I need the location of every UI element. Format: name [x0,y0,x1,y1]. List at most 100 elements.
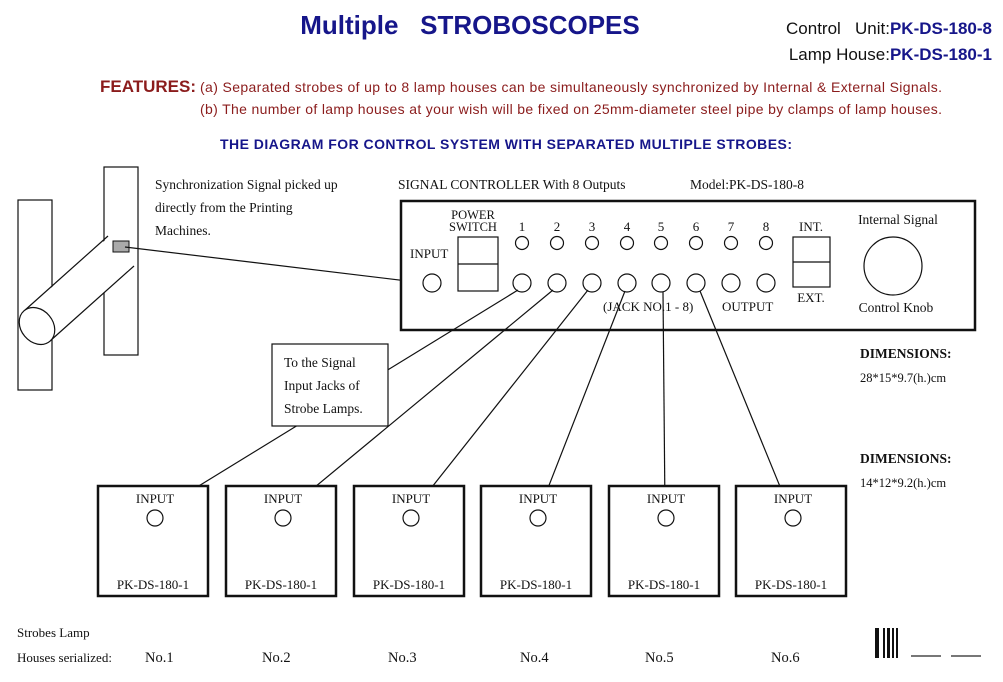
output-jack-4[interactable] [617,273,637,293]
sensor-pickup-icon [112,240,130,253]
lamp-house-line: Lamp House:PK-DS-180-1 [789,45,992,64]
jack-range-label: (JACK NO.1 - 8) [603,299,693,314]
jack-to-lamp-lines [156,289,791,513]
lamp-input-jack[interactable] [274,509,292,527]
sync-signal-line [124,246,426,286]
lamp-house-model: PK-DS-180-1 [890,45,992,64]
lamp-house-label: Lamp House: [789,45,890,64]
led-icon [584,235,600,251]
lamp-input-label: INPUT [647,491,685,506]
lamp-input-label: INPUT [264,491,302,506]
lamp-input-jack[interactable] [784,509,802,527]
connection-line [699,290,791,513]
sync-note-line: Machines. [155,223,211,238]
jack-number: 8 [763,219,770,234]
lamp-input-label: INPUT [774,491,812,506]
sync-note: Synchronization Signal picked up directl… [155,177,338,238]
control-unit-label: Control Unit: [786,19,890,38]
callout-line: Input Jacks of [284,378,360,393]
connection-line [538,290,626,513]
control-knob[interactable] [863,236,923,296]
controller-title: SIGNAL CONTROLLER With 8 Outputs [398,177,625,192]
lamp-input-label: INPUT [519,491,557,506]
lamp-numbers: No.1 No.2 No.3 No.4 No.5 No.6 [145,650,800,666]
output-jack-3[interactable] [582,273,602,293]
jack-number: 2 [554,219,561,234]
lamp-house-6: INPUT PK-DS-180-1 [734,484,848,598]
lamp-number: No.6 [771,650,800,666]
output-jack-2[interactable] [547,273,567,293]
switch-label: SWITCH [449,220,497,234]
callout-line: Strobe Lamps. [284,401,363,416]
footer-line-1: Strobes Lamp [17,625,90,640]
power-switch[interactable] [457,236,499,292]
lamp-model: PK-DS-180-1 [245,577,317,592]
output-jack-6[interactable] [686,273,706,293]
sync-note-line: directly from the Printing [155,200,293,215]
callout-text: To the Signal Input Jacks of Strobe Lamp… [284,355,363,416]
lamp-input-jack[interactable] [529,509,547,527]
controller-model: Model:PK-DS-180-8 [690,177,804,192]
jack-numbers: 1 2 3 4 5 6 7 8 [519,219,770,234]
features-label: FEATURES: [100,77,196,96]
output-jack-5[interactable] [651,273,671,293]
connection-line [412,289,589,512]
lamp-house-4: INPUT PK-DS-180-1 [479,484,593,598]
led-icon [723,235,739,251]
lamp-input-label: INPUT [392,491,430,506]
led-icon [688,235,704,251]
input-label: INPUT [410,246,448,261]
jack-number: 1 [519,219,526,234]
input-jack[interactable] [422,273,442,293]
lamp-house-1: INPUT PK-DS-180-1 [96,484,210,598]
led-icon [549,235,565,251]
lamp-model: PK-DS-180-1 [500,577,572,592]
barcode-icon [875,628,981,658]
lamp-model: PK-DS-180-1 [628,577,700,592]
output-jack-1[interactable] [512,273,532,293]
lamp-model: PK-DS-180-1 [117,577,189,592]
knob-bottom-label: Control Knob [859,300,934,315]
output-label: OUTPUT [722,299,773,314]
lamp-model: PK-DS-180-1 [755,577,827,592]
output-jacks [512,273,776,293]
jack-number: 7 [728,219,735,234]
feature-b: (b) The number of lamp houses at your wi… [200,101,942,117]
led-icon [758,235,774,251]
led-icon [514,235,530,251]
control-unit-line: Control Unit:PK-DS-180-8 [786,19,992,38]
feature-a: (a) Separated strobes of up to 8 lamp ho… [200,79,942,95]
lamp-model: PK-DS-180-1 [373,577,445,592]
jack-number: 3 [589,219,596,234]
output-jack-8[interactable] [756,273,776,293]
knob-top-label: Internal Signal [858,212,938,227]
output-jack-7[interactable] [721,273,741,293]
lamp-dimensions-value: 14*12*9.2(h.)cm [860,476,946,490]
page-title: Multiple STROBOSCOPES [300,10,639,40]
power-label: POWER [451,208,495,222]
connection-line [661,291,669,513]
controller-dimensions-label: DIMENSIONS: [860,346,952,361]
int-label: INT. [799,219,823,234]
controller-dimensions-value: 28*15*9.7(h.)cm [860,371,946,385]
lamp-input-jack[interactable] [402,509,420,527]
indicator-leds [514,235,774,251]
lamp-input-jack[interactable] [146,509,164,527]
lamp-number: No.1 [145,650,174,666]
footer-line-2: Houses serialized: [17,650,112,665]
lamp-number: No.4 [520,650,549,666]
lamp-number: No.3 [388,650,417,666]
lamp-number: No.5 [645,650,674,666]
lamp-dimensions-label: DIMENSIONS: [860,451,952,466]
callout-box [271,343,389,427]
lamp-number: No.2 [262,650,291,666]
int-ext-switch[interactable] [792,236,831,288]
callout-line: To the Signal [284,355,356,370]
led-icon [653,235,669,251]
diagram-heading: THE DIAGRAM FOR CONTROL SYSTEM WITH SEPA… [220,136,792,152]
control-unit-model: PK-DS-180-8 [890,19,992,38]
jack-number: 5 [658,219,665,234]
connection-line [285,289,554,512]
lamp-input-jack[interactable] [657,509,675,527]
